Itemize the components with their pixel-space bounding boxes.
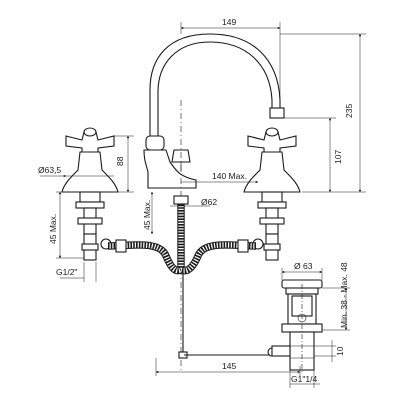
label-spout-width: 149 [222,17,236,27]
label-left-thread: G1/2" [56,267,77,277]
dim-handle-height: 107 [284,117,343,193]
label-rod-length: 145 [222,361,236,371]
dim-handle-diameter: Ø63,5 [38,165,114,178]
label-drain-range: Min. 38 - Max. 48 [339,262,349,328]
label-handle-height: 107 [333,150,343,164]
dim-drain-diameter: Ø 63 [281,261,323,280]
dim-spread: 140 Max. [181,171,259,184]
dim-spout-base: Ø62 [170,197,217,207]
dim-spout-width: 149 [180,17,281,104]
label-drain-diameter: Ø 63 [294,261,313,271]
left-handle [61,127,119,261]
label-total-height: 235 [344,104,354,118]
popup-rod [178,268,277,359]
dim-total-height: 235 [280,33,366,193]
label-drain-thread: G1"1/4 [291,374,317,384]
dim-drain-thread: G1"1/4 [289,370,320,388]
dim-left-handle-height: 88 [114,135,134,193]
label-left-handle-height: 88 [115,156,125,166]
label-handle-diameter: Ø63,5 [38,165,61,175]
label-spread: 140 Max. [212,171,247,181]
drain-assembly [271,279,323,372]
label-drain-offset: 10 [335,346,345,356]
spout-collar [145,135,165,151]
label-spout-base-diameter: Ø62 [201,197,217,207]
label-left-thickness: 45 Max. [48,214,58,244]
dim-drain-range: Min. 38 - Max. 48 [322,262,350,331]
right-handle [243,127,301,261]
dim-left-thread: G1/2" [56,262,97,282]
dim-rod-length: 145 [155,358,301,376]
spout [143,33,285,370]
dim-left-thickness: 45 Max. [48,191,84,259]
spout-nozzle [269,107,285,119]
dim-drain-offset: 10 [314,340,345,362]
label-deck-thickness: 45 Max. [142,200,152,230]
flex-hoses [107,195,257,275]
dim-deck-thickness: 45 Max. [142,191,154,235]
